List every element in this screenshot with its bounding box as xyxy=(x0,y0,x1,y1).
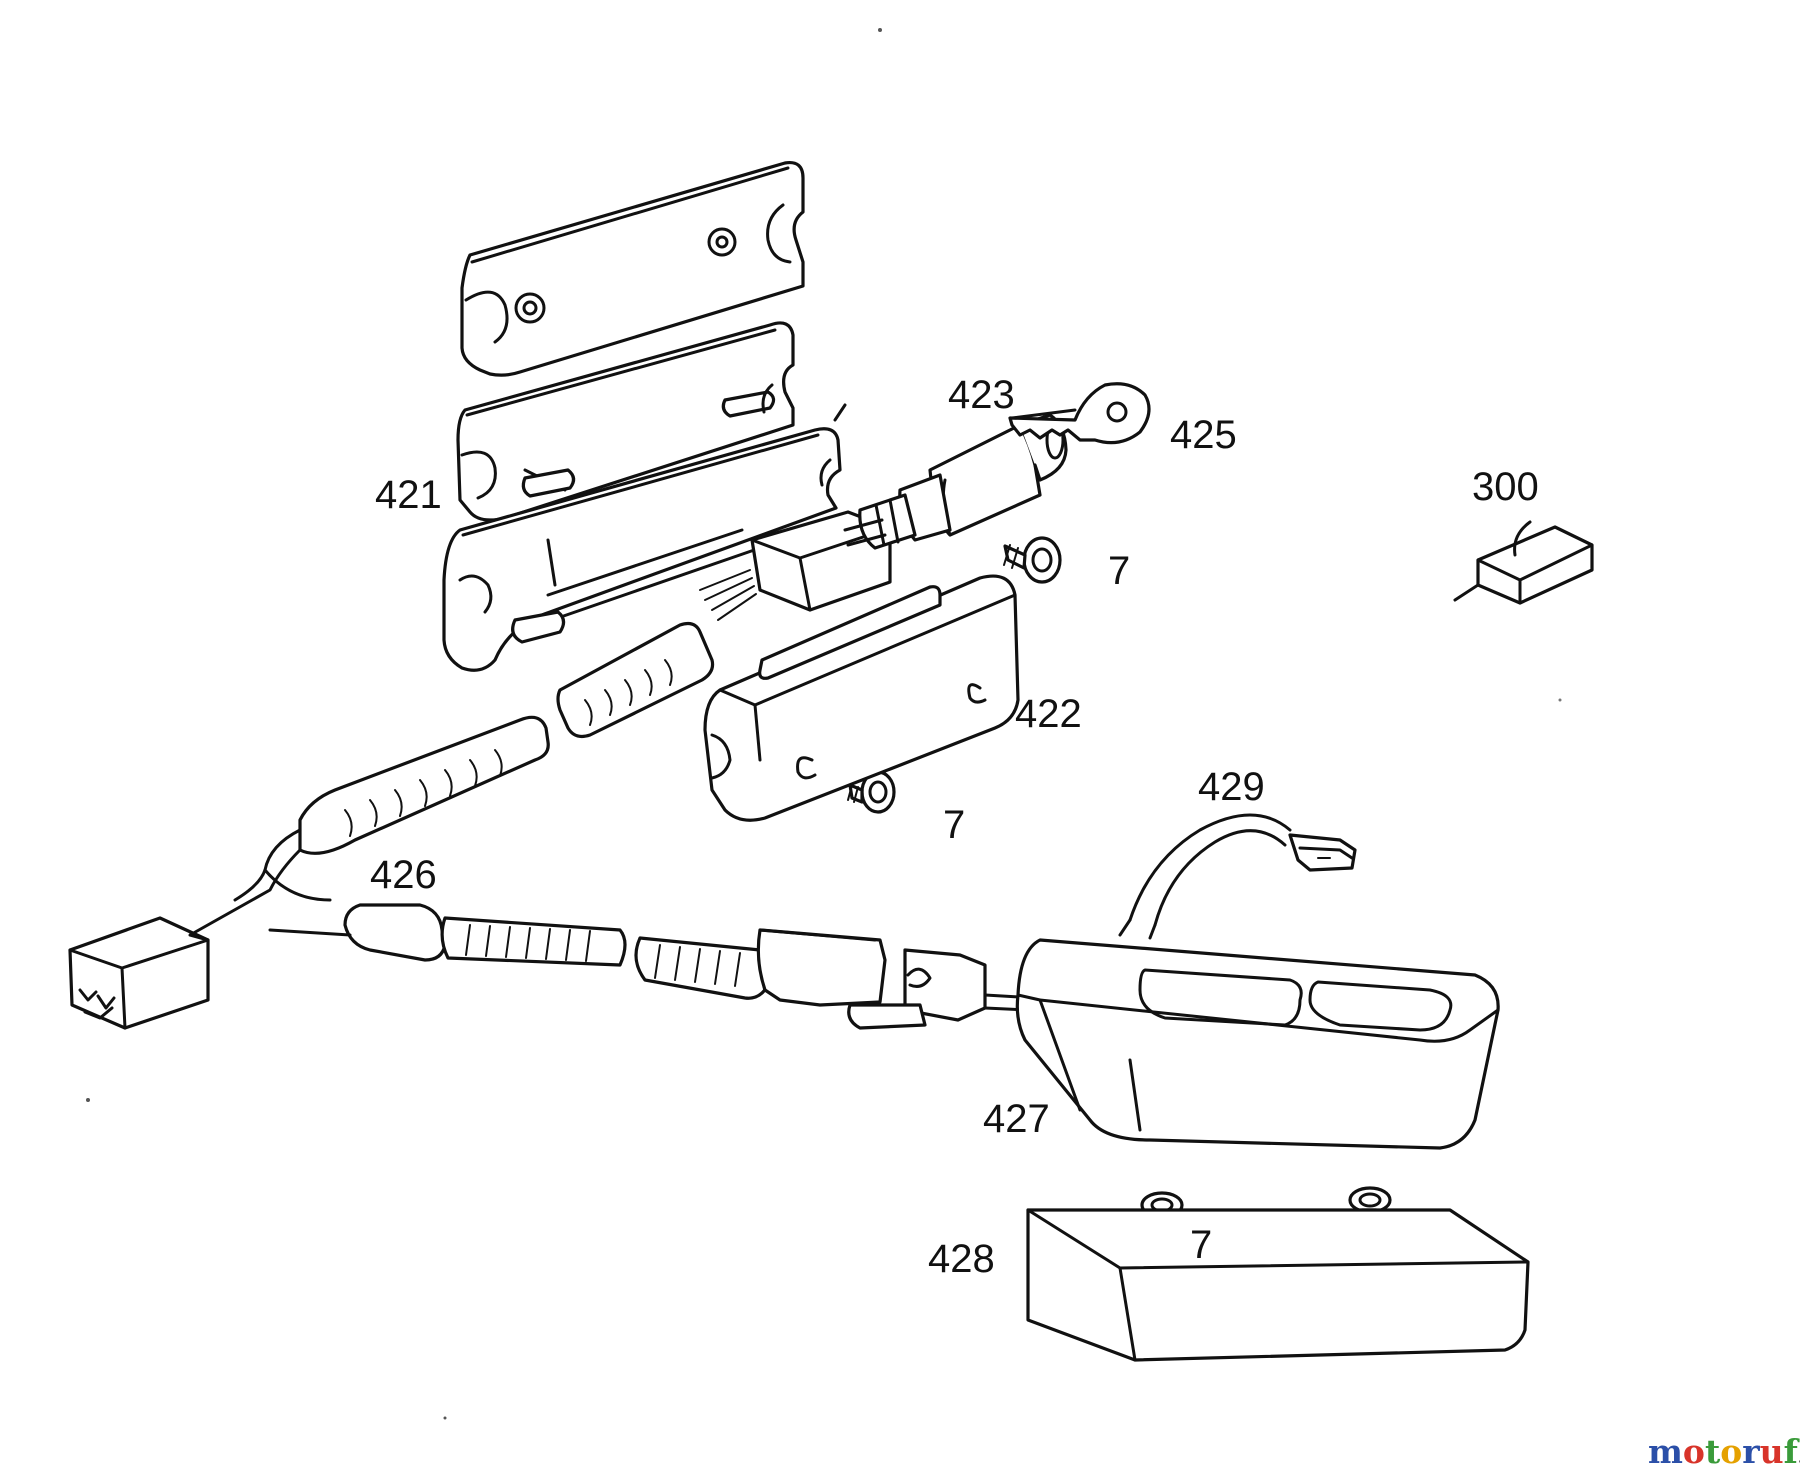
motoruf-watermark-logo: motoruf.de xyxy=(1648,1432,1800,1471)
watermark-letter: u xyxy=(1760,1432,1784,1471)
part-421-switch-housing xyxy=(442,160,847,672)
label-300: 300 xyxy=(1472,465,1539,509)
watermark-letter: t xyxy=(1705,1432,1721,1471)
label-428: 428 xyxy=(928,1237,995,1281)
watermark-letter: f xyxy=(1784,1432,1800,1471)
watermark-letter: o xyxy=(1683,1432,1705,1471)
part-422-switch-cover xyxy=(703,574,1020,822)
part-7-screw-a xyxy=(1003,536,1062,584)
label-7-screw-a: 7 xyxy=(1108,549,1130,593)
label-421: 421 xyxy=(375,473,442,517)
label-422: 422 xyxy=(1015,692,1082,736)
scan-specks xyxy=(86,28,1562,1420)
watermark-letter: o xyxy=(1720,1432,1742,1471)
svg-text:motoruf.de: motoruf.de xyxy=(1648,1432,1800,1471)
part-429-cable-plug xyxy=(1128,813,1357,927)
watermark-letter: m xyxy=(1648,1432,1683,1471)
part-300-module xyxy=(1453,520,1594,605)
harness-connector-block xyxy=(699,510,892,621)
part-427-control-box xyxy=(1015,918,1500,1150)
main-plug xyxy=(68,916,210,1030)
part-7-screw-b xyxy=(847,770,896,814)
label-429: 429 xyxy=(1198,765,1265,809)
part-425-key xyxy=(1008,382,1151,445)
watermark-suffix: .de xyxy=(1798,1448,1800,1468)
watermark-letter: r xyxy=(1742,1432,1760,1471)
label-425: 425 xyxy=(1170,413,1237,457)
part-423-key-switch xyxy=(843,413,1068,550)
label-427: 427 xyxy=(983,1097,1050,1141)
part-428-cover-plate xyxy=(1026,1208,1530,1362)
label-7-screw-b: 7 xyxy=(943,803,965,847)
label-423: 423 xyxy=(948,373,1015,417)
label-7-screw-c: 7 xyxy=(1190,1223,1212,1267)
label-426: 426 xyxy=(370,853,437,897)
